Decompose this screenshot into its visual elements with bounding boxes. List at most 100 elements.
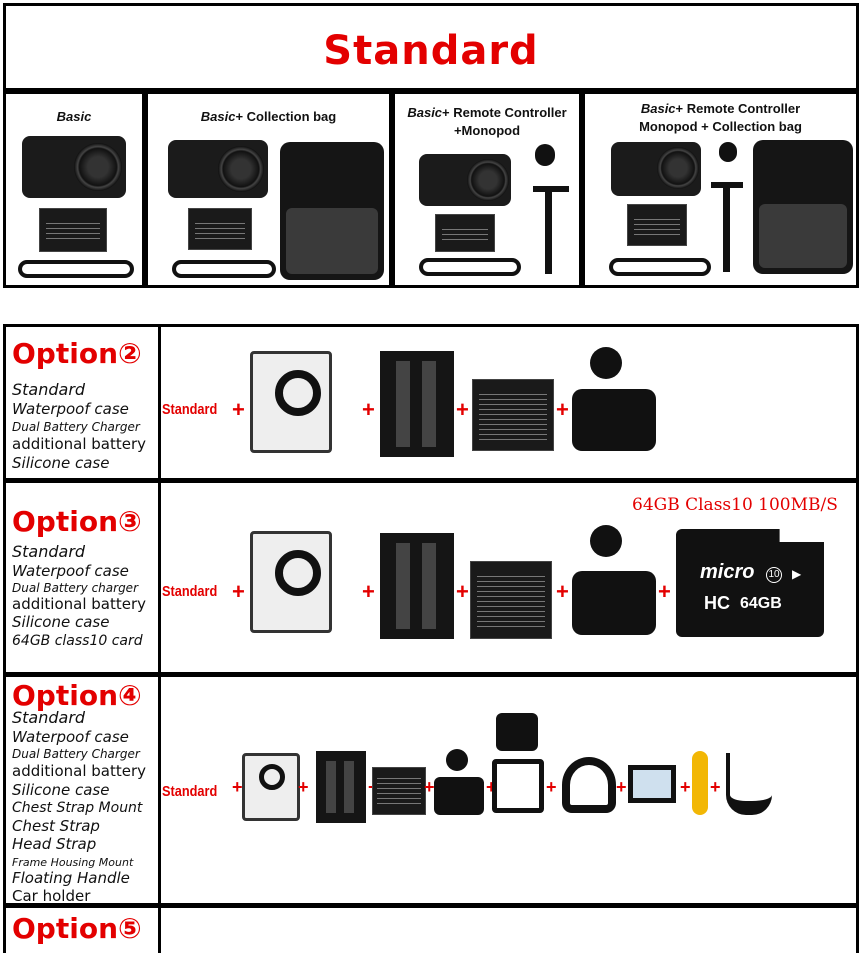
- standard-label: Standard: [162, 783, 218, 800]
- option-5-title: Option⑤: [12, 912, 142, 945]
- lens-cap-image: [590, 347, 622, 379]
- camera-image: [611, 142, 701, 196]
- plus-sign: +: [658, 579, 671, 604]
- remote-controller-image: [719, 142, 737, 162]
- battery-image: [470, 561, 552, 639]
- plus-sign: +: [546, 777, 557, 797]
- frame-housing-mount-image: [628, 765, 676, 803]
- kit-collection-bag[interactable]: Basic+ Collection bag: [145, 91, 392, 288]
- card-spec-note: 64GB Class10 100MB/S: [632, 495, 838, 515]
- kit-label: Basic+ Collection bag: [200, 109, 337, 124]
- monopod-image: [711, 182, 743, 188]
- feature-item: Silicone case: [12, 454, 110, 472]
- feature-item: additional battery: [12, 435, 147, 453]
- battery-charger-image: [316, 751, 366, 823]
- battery-image: [435, 214, 495, 252]
- battery-image: [472, 379, 554, 451]
- remote-controller-image: [535, 144, 555, 166]
- camera-image: [419, 154, 511, 206]
- feature-item: Waterpoof case: [12, 728, 129, 746]
- feature-item: Frame Housing Mount: [12, 856, 134, 869]
- plus-sign: +: [486, 777, 497, 797]
- silicone-case-image: [434, 777, 484, 815]
- usb-cable-image: [609, 258, 711, 276]
- feature-item: Waterpoof case: [12, 400, 129, 418]
- plus-sign: +: [232, 777, 243, 797]
- feature-item: additional battery: [12, 595, 147, 613]
- kit-remote-monopod[interactable]: Basic+ Remote Controller+Monopod: [392, 91, 582, 288]
- battery-image: [372, 767, 426, 815]
- option-5-description: Option⑤: [6, 908, 161, 953]
- plus-sign: +: [710, 777, 721, 797]
- chest-strap-image: [492, 759, 544, 813]
- kit-basic[interactable]: Basic: [3, 91, 145, 288]
- page-title: Standard: [323, 28, 539, 74]
- option-3-title: Option③: [12, 505, 142, 538]
- option-3-description: Option③ Standard Waterpoof case Dual Bat…: [6, 483, 161, 672]
- lens-cap-image: [446, 749, 468, 771]
- car-holder-image: [726, 753, 772, 815]
- head-strap-image: [562, 757, 616, 813]
- lens-cap-image: [590, 525, 622, 557]
- option-4-row[interactable]: Option④ Standard Waterpoof case Dual Bat…: [3, 674, 859, 906]
- feature-item: 64GB class10 card: [12, 633, 143, 649]
- silicone-case-image: [572, 571, 656, 635]
- plus-sign: +: [298, 777, 309, 797]
- chest-strap-mount-image: [496, 713, 538, 751]
- feature-item: Silicone case: [12, 781, 110, 799]
- battery-image: [39, 208, 107, 252]
- waterproof-case-image: [250, 351, 332, 453]
- standard-label: Standard: [162, 401, 218, 418]
- collection-bag-image: [280, 142, 384, 280]
- waterproof-case-image: [242, 753, 300, 821]
- plus-sign: +: [680, 777, 691, 797]
- battery-charger-image: [380, 533, 454, 639]
- feature-item: Chest Strap: [12, 817, 100, 835]
- feature-item: Head Strap: [12, 835, 97, 853]
- plus-sign: +: [556, 397, 569, 422]
- floating-handle-image: [692, 751, 708, 815]
- usb-cable-image: [419, 258, 521, 276]
- plus-sign: +: [456, 397, 469, 422]
- battery-image: [188, 208, 252, 250]
- plus-sign: +: [616, 777, 627, 797]
- monopod-image: [533, 186, 569, 192]
- kit-label: Basic+ Remote Controller+Monopod: [407, 105, 567, 138]
- silicone-case-image: [572, 389, 656, 451]
- feature-item: Silicone case: [12, 613, 110, 631]
- option-3-row[interactable]: Option③ Standard Waterpoof case Dual Bat…: [3, 480, 859, 675]
- option-2-title: Option②: [12, 337, 142, 370]
- microsd-card-image: micro 10 ▶ HC 64GB: [676, 529, 824, 637]
- feature-item: Standard: [12, 542, 86, 561]
- feature-item: Car holder: [12, 887, 91, 905]
- standard-label: Standard: [162, 583, 218, 600]
- feature-item: Waterpoof case: [12, 562, 129, 580]
- usb-cable-image: [18, 260, 134, 278]
- feature-item: Chest Strap Mount: [12, 800, 143, 816]
- camera-image: [22, 136, 126, 198]
- feature-item: additional battery: [12, 762, 147, 780]
- feature-item: Standard: [12, 708, 86, 727]
- option-2-row[interactable]: Option② Standard Waterpoof case Dual Bat…: [3, 324, 859, 481]
- feature-item: Floating Handle: [12, 869, 130, 887]
- plus-sign: +: [556, 579, 569, 604]
- plus-sign: +: [362, 579, 375, 604]
- option-4-title: Option④: [12, 679, 142, 712]
- option-5-row[interactable]: Option⑤: [3, 905, 859, 953]
- feature-item: Dual Battery charger: [12, 581, 138, 595]
- feature-item: Standard: [12, 380, 86, 399]
- battery-image: [627, 204, 687, 246]
- plus-sign: +: [232, 579, 245, 604]
- usb-cable-image: [172, 260, 276, 278]
- kit-label: Basic: [56, 109, 92, 124]
- feature-item: Dual Battery Charger: [12, 420, 140, 434]
- collection-bag-image: [753, 140, 853, 274]
- waterproof-case-image: [250, 531, 332, 633]
- plus-sign: +: [362, 397, 375, 422]
- header-banner: Standard: [3, 3, 859, 91]
- plus-sign: +: [232, 397, 245, 422]
- option-4-description: Option④ Standard Waterpoof case Dual Bat…: [6, 677, 161, 905]
- plus-sign: +: [456, 579, 469, 604]
